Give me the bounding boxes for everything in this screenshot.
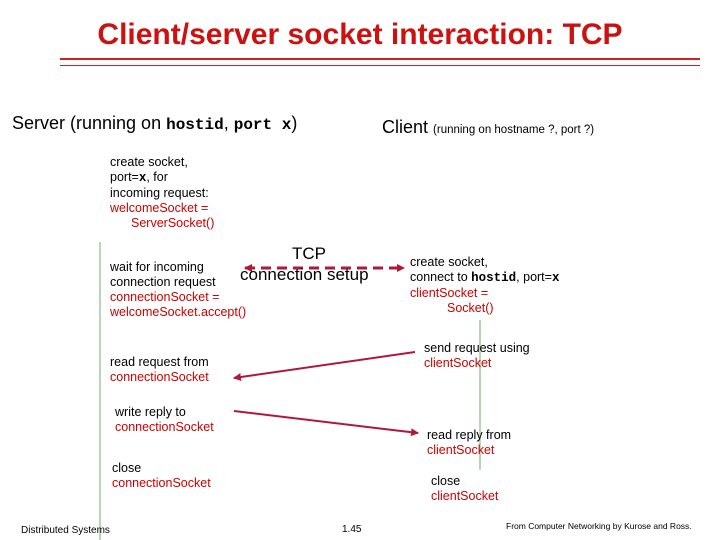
client-create-line4: Socket() (447, 301, 494, 315)
client-create-step: create socket, connect to hostid, port=x… (410, 255, 559, 316)
client-create-line3: clientSocket = (410, 286, 489, 300)
client-send-line1: send request using (424, 341, 530, 355)
client-send-line2: clientSocket (424, 356, 492, 370)
server-header-host: hostid (166, 116, 224, 134)
server-wait-line4: welcomeSocket.accept() (110, 305, 247, 319)
client-header: Client (running on hostname ?, port ?) (382, 117, 594, 138)
server-create-line1: create socket, (110, 155, 188, 169)
client-read-line2: clientSocket (427, 443, 495, 457)
server-create-line5: ServerSocket() (131, 216, 215, 230)
server-header-port: port x (233, 116, 292, 134)
server-header-sep: , (223, 113, 234, 133)
server-close-line2: connectionSocket (112, 476, 211, 490)
server-create-line3: incoming request: (110, 186, 209, 200)
server-header-suffix: ) (291, 113, 298, 133)
footer-page-number: 1.45 (342, 524, 362, 535)
server-read-line1: read request from (110, 355, 209, 369)
client-create-host: hostid (471, 271, 517, 285)
tcp-label: TCP (292, 244, 326, 263)
client-create-port-label: , port= (516, 270, 552, 284)
server-wait-line1: wait for incoming (110, 260, 204, 274)
server-close-step: close connectionSocket (112, 461, 211, 491)
server-write-line2: connectionSocket (115, 420, 214, 434)
server-write-line1: write reply to (115, 405, 186, 419)
client-close-line2: clientSocket (431, 489, 499, 503)
server-header: Server (running on hostid, port x) (12, 113, 297, 134)
client-read-line1: read reply from (427, 428, 512, 442)
footer-course: Distributed Systems (21, 525, 110, 536)
server-create-port-value: x (138, 171, 147, 185)
client-read-step: read reply from clientSocket (427, 428, 511, 458)
connection-setup-label: connection setup (240, 265, 369, 284)
client-header-label: Client (382, 117, 434, 137)
server-close-line1: close (112, 461, 142, 475)
server-create-line4: welcomeSocket = (110, 201, 209, 215)
server-write-step: write reply to connectionSocket (115, 405, 214, 435)
server-wait-line3: connectionSocket = (110, 290, 220, 304)
server-create-for: , for (146, 170, 168, 184)
client-create-line2: connect to hostid, port=x (410, 270, 559, 286)
client-create-connect-to: connect to (410, 270, 472, 284)
title-rule-top (60, 58, 700, 60)
server-read-step: read request from connectionSocket (110, 355, 209, 385)
server-create-port-label: port= (110, 170, 139, 184)
client-close-line1: close (431, 474, 461, 488)
client-close-step: close clientSocket (431, 474, 498, 504)
reply-arrow (233, 410, 419, 437)
client-send-step: send request using clientSocket (424, 341, 530, 371)
title-rule-bottom (60, 65, 700, 66)
server-create-step: create socket, port=x, for incoming requ… (110, 155, 214, 231)
request-arrow (233, 351, 416, 381)
page-title: Client/server socket interaction: TCP (97, 18, 623, 51)
server-read-line2: connectionSocket (110, 370, 209, 384)
server-wait-step: wait for incoming connection request con… (110, 260, 246, 320)
footer-credit: From Computer Networking by Kurose and R… (506, 521, 692, 531)
client-create-port-value: x (551, 271, 560, 285)
server-header-prefix: Server (running on (12, 113, 167, 133)
server-create-line2: port=x, for (110, 170, 214, 186)
client-header-detail: (running on hostname ?, port ?) (433, 124, 595, 136)
client-create-line1: create socket, (410, 255, 488, 269)
server-wait-line2: connection request (110, 275, 216, 289)
